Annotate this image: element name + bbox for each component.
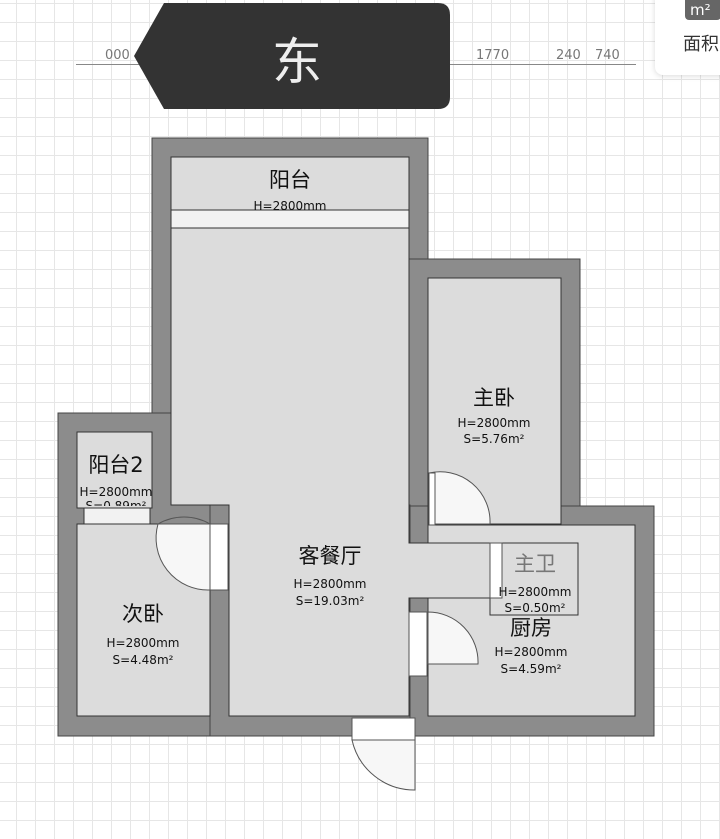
room-height: H=2800mm [253,199,327,213]
ruler-label: 000 [105,48,130,63]
room-label-balcony-2: 阳台2 [88,453,144,477]
area-unit-badge[interactable]: m² [685,0,720,20]
ruler-label: 1770 [476,48,510,63]
ruler-label: 240 [556,48,581,63]
compass-arrow[interactable] [134,3,450,109]
room-label-balcony: 阳台 [269,168,311,192]
room-kitchen [427,524,636,717]
room-height: H=2800mm [293,577,367,591]
room-label-kitchen: 厨房 [510,616,552,640]
room-balcony-2 [76,431,153,509]
room-area: S=4.48m² [112,653,174,667]
room-height: H=2800mm [498,585,572,599]
room-height: H=2800mm [106,636,180,650]
room-height: H=2800mm [494,645,568,659]
room-area: S=0.50m² [504,601,566,615]
room-living [170,227,491,717]
area-label: 面积 [683,34,719,55]
room-label-living: 客餐厅 [298,544,362,568]
room-label-second-bedroom: 次卧 [122,602,164,626]
ruler-label: 740 [595,48,620,63]
doors [155,471,503,791]
room-area: S=5.76m² [463,432,525,446]
room-area: S=0.89m² [85,499,147,506]
room-bathroom [489,542,579,616]
room-label-bathroom: 主卫 [514,552,556,576]
room-height: H=2800mm [457,416,531,430]
room-area: S=19.03m² [295,594,365,608]
room-area: S=4.59m² [500,662,562,676]
room-height: H=2800mm [79,485,153,499]
compass-direction: 东 [272,33,322,91]
room-label-master-bedroom: 主卧 [473,386,515,410]
